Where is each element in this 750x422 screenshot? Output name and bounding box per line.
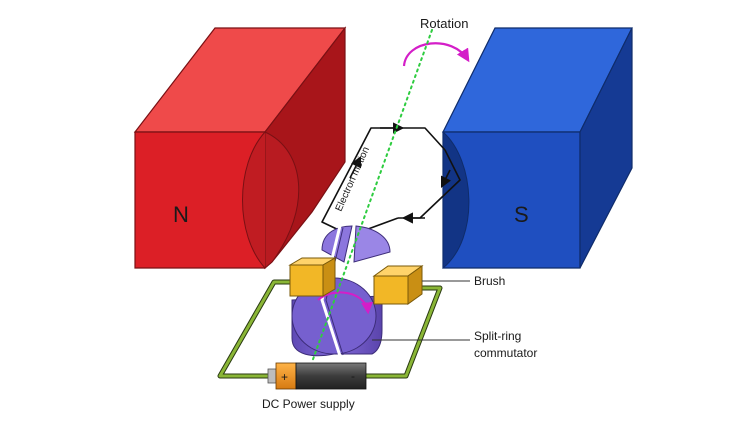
callouts: Brush Split-ring commutator DC Power sup… xyxy=(262,274,537,411)
north-magnet-pole-concave xyxy=(242,131,266,269)
wire-left xyxy=(217,279,299,379)
brush-right xyxy=(372,265,424,305)
commutator-gap-shadow xyxy=(325,227,344,356)
north-pole-label: N xyxy=(173,202,189,227)
brush-label: Brush xyxy=(474,274,505,288)
commutator-rotation-icon xyxy=(317,291,373,315)
north-magnet-pole-face xyxy=(264,131,300,270)
dc-battery: + - xyxy=(267,362,367,390)
south-magnet: S xyxy=(442,27,633,270)
power-supply-label: DC Power supply xyxy=(262,397,355,411)
south-magnet-pole-concave xyxy=(442,130,470,270)
brushes xyxy=(288,257,424,305)
north-magnet: N xyxy=(133,26,347,270)
split-ring-commutator xyxy=(291,225,391,357)
coil-arrow-right xyxy=(440,169,452,189)
commutator-half-top-right xyxy=(353,225,391,263)
commutator-label-line1: Split-ring xyxy=(474,329,521,343)
south-pole-label: S xyxy=(514,202,529,227)
rotation-arrow-icon xyxy=(402,42,470,67)
battery-minus-label: - xyxy=(351,369,355,383)
coil-arrow-up xyxy=(349,155,362,179)
battery-body xyxy=(295,362,367,390)
wire-left-inner xyxy=(218,280,299,378)
commutator-label-line2: commutator xyxy=(474,346,537,360)
rotation-indicator: Rotation xyxy=(402,16,470,67)
coil-segment-left xyxy=(321,127,446,233)
rotation-label: Rotation xyxy=(420,16,468,31)
wire-right-inner xyxy=(364,286,442,378)
battery-terminal xyxy=(267,368,277,384)
commutator-gap xyxy=(320,225,342,357)
supply-wires xyxy=(217,279,443,379)
battery-plus-label: + xyxy=(281,370,288,384)
brush-left xyxy=(288,257,337,297)
south-magnet-side xyxy=(579,27,633,269)
rotation-axis-line xyxy=(311,29,433,363)
